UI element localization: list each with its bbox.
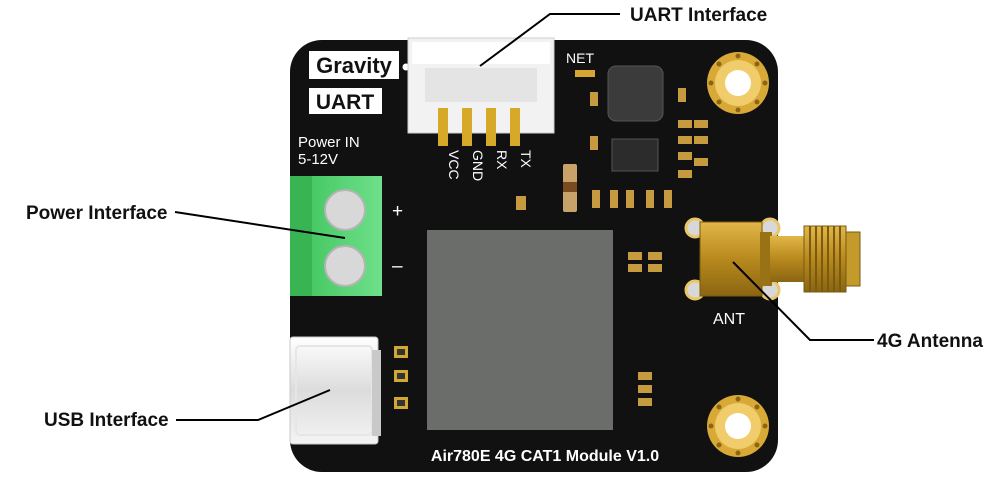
mounting-hole-bottom-right [707,395,769,457]
uart-badge [309,88,382,114]
gravity-badge [309,51,399,79]
uart-badge-label: UART [316,91,374,114]
usb-c-connector [289,336,381,445]
power-callout-line [174,211,346,239]
passive-components [516,88,708,406]
air780e-module [427,230,613,430]
pin-label-gnd: GND [470,150,486,181]
power-interface-callout: Power Interface [26,203,168,224]
plus-label: + [392,201,403,222]
uart-connector [407,37,555,146]
antenna-callout-line [732,261,874,341]
regulator-ic [611,138,659,172]
pin-label-rx: RX [494,150,510,170]
usb-side-components [394,346,408,409]
power-in-label: Power IN [298,134,360,151]
sma-antenna-connector [684,217,861,301]
usb-callout-line [176,389,331,421]
mounting-hole-top-right [707,52,769,114]
gravity-label: Gravity [316,53,393,78]
minus-label: – [392,256,403,277]
pin-label-vcc: VCC [446,150,462,180]
voltage-label: 5-12V [298,151,338,168]
ant-label: ANT [713,311,745,328]
pin-label-tx: TX [518,150,534,169]
board-title: Air780E 4G CAT1 Module V1.0 [431,448,659,465]
net-led [575,70,595,77]
uart-interface-callout: UART Interface [630,5,767,26]
power-inductor [607,65,664,122]
usb-interface-callout: USB Interface [44,410,169,431]
uart-callout-line [479,13,620,67]
antenna-callout: 4G Antenna [877,331,983,352]
net-label: NET [566,50,594,66]
